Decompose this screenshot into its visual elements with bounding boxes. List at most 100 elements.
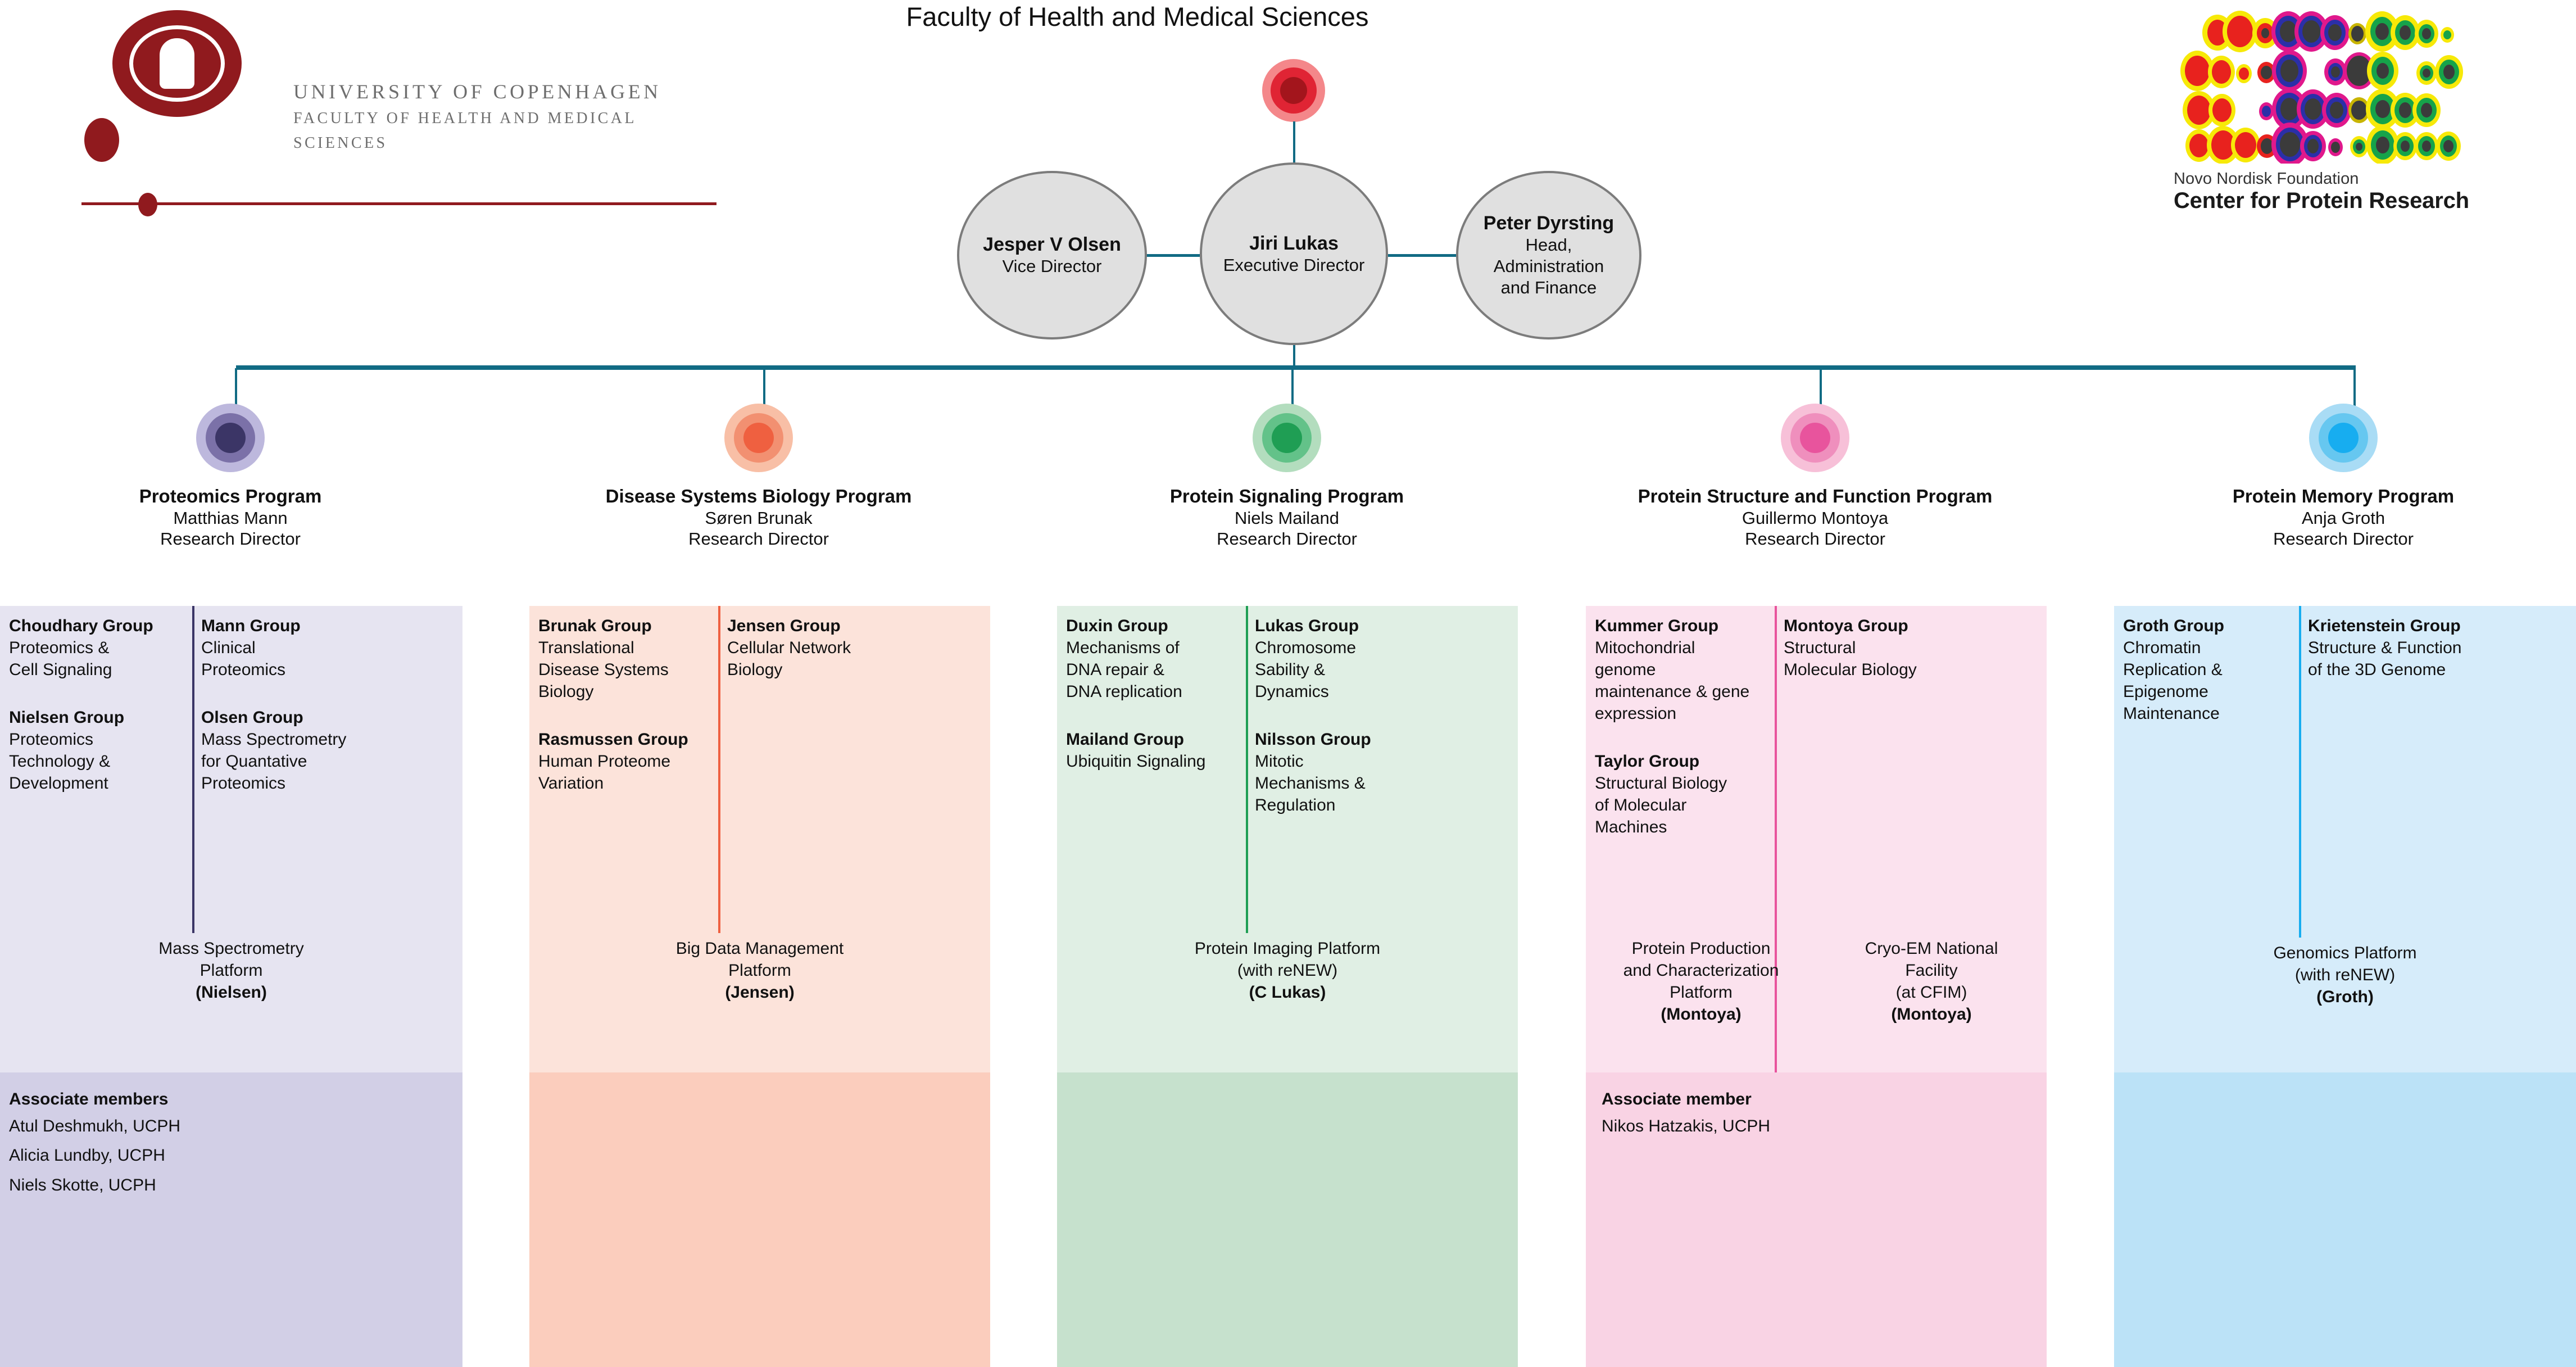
platform-lead: (C Lukas) <box>1249 983 1326 1002</box>
research-group-description: Mitochondrial genome maintenance & gene … <box>1595 639 1750 723</box>
program-title: Protein Memory Program <box>2232 486 2455 506</box>
program-director: Niels Mailand <box>1234 508 1340 528</box>
research-group-description: Structure & Function of the 3D Genome <box>2308 639 2462 679</box>
research-group-name: Taylor Group <box>1595 752 1700 771</box>
research-group-description: Mitotic Mechanisms & Regulation <box>1255 752 1366 814</box>
research-group-name: Choudhary Group <box>9 617 153 635</box>
program-panel-groups-area <box>0 606 462 1072</box>
connector-bus-to-program <box>1820 368 1822 416</box>
research-group-name: Lukas Group <box>1255 617 1359 635</box>
research-group-name: Mailand Group <box>1066 730 1184 749</box>
program-director: Anja Groth <box>2301 508 2385 528</box>
program-director-role: Research Director <box>1217 529 1357 549</box>
research-group-name: Brunak Group <box>538 617 652 635</box>
ucph-faculty-label-line2: SCIENCES <box>293 134 388 152</box>
cpr-foundation-label: Novo Nordisk Foundation <box>2174 170 2359 188</box>
program-node-icon <box>1253 404 1321 472</box>
program-column-divider <box>1775 606 1777 1072</box>
program-node-icon <box>1781 404 1849 472</box>
page-title: Faculty of Health and Medical Sciences <box>0 1 2576 32</box>
research-group-description: Mass Spectrometry for Quantative Proteom… <box>201 730 347 793</box>
platform-entry[interactable]: Genomics Platform(with reNEW)(Groth) <box>2114 942 2576 1008</box>
platform-name-line: Platform <box>199 961 263 980</box>
platform-name-line: and Characterization <box>1623 961 1779 980</box>
program-director: Guillermo Montoya <box>1741 508 1889 528</box>
page-title-text: Faculty of Health and Medical Sciences <box>906 2 1369 31</box>
platform-name-line: Protein Production <box>1631 939 1771 958</box>
leadership-role: Vice Director <box>1002 256 1102 277</box>
program-panel-groups-area <box>529 606 990 1072</box>
ucph-wordmark: UNIVERSITY OF COPENHAGEN FACULTY OF HEAL… <box>293 78 743 155</box>
platform-name-line: Platform <box>1670 983 1733 1002</box>
platform-entry[interactable]: Protein Imaging Platform(with reNEW)(C L… <box>1057 938 1518 1003</box>
platform-name-line: Platform <box>728 961 791 980</box>
leadership-name: Peter Dyrsting <box>1483 212 1614 234</box>
research-group-description: Chromatin Replication & Epigenome Mainte… <box>2123 639 2223 723</box>
research-group-description: Ubiquitin Signaling <box>1066 752 1206 771</box>
leadership-node-vice-director[interactable]: Jesper V Olsen Vice Director <box>957 171 1147 340</box>
program-panel-groups-area <box>2114 606 2576 1072</box>
ucph-dot-small-icon <box>138 193 157 216</box>
platform-row: Protein Imaging Platform(with reNEW)(C L… <box>1057 938 1518 1003</box>
program-column-divider <box>2299 606 2301 938</box>
program-title: Protein Signaling Program <box>1169 486 1404 506</box>
platform-lead: (Jensen) <box>725 983 795 1002</box>
research-group-description: Structural Molecular Biology <box>1784 639 1917 679</box>
connector-bus-to-program <box>2353 368 2356 416</box>
program-node-icon <box>196 404 265 472</box>
leadership-role: Executive Director <box>1223 255 1365 275</box>
leadership-name: Jesper V Olsen <box>983 234 1121 256</box>
program-director-role: Research Director <box>688 529 829 549</box>
leadership-node-executive-director[interactable]: Jiri Lukas Executive Director <box>1200 162 1388 345</box>
connector-director-to-admin <box>1388 254 1460 257</box>
ucph-dot-large-icon <box>84 118 119 162</box>
ucph-rule-divider <box>81 202 716 205</box>
program-title: Protein Structure and Function Program <box>1638 486 1993 506</box>
program-panel-groups-area <box>1057 606 1518 1072</box>
research-group-name: Duxin Group <box>1066 617 1168 635</box>
associate-members-title: Associate members <box>9 1090 169 1108</box>
cpr-logo: Novo Nordisk Foundation Center for Prote… <box>2174 9 2533 228</box>
platform-name-line: Genomics Platform <box>2273 944 2417 962</box>
leadership-node-head-admin[interactable]: Peter Dyrsting Head, Administration and … <box>1456 171 1641 340</box>
cpr-dot-matrix-icon <box>2174 9 2522 166</box>
ucph-seal-icon <box>112 10 242 117</box>
